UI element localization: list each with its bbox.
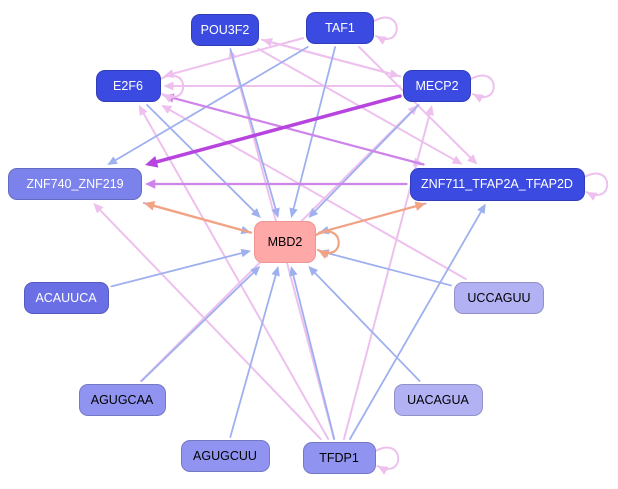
node-acauuca[interactable]: ACAUUCA: [23, 282, 109, 314]
edge-arrowhead: [318, 250, 330, 260]
node-label: UACAGUA: [407, 393, 469, 407]
edge-arrowhead: [308, 208, 319, 218]
edge: [358, 46, 473, 160]
node-label: AGUGCAA: [90, 393, 154, 407]
edge-arrowhead: [308, 266, 319, 276]
edge-arrowhead: [289, 266, 298, 277]
edge-arrowhead: [145, 179, 156, 189]
self-loop-edge: [470, 74, 495, 98]
node-taf1[interactable]: TAF1: [306, 12, 374, 44]
edge-arrowhead: [414, 201, 426, 211]
edge-arrowhead: [473, 94, 484, 103]
edge: [150, 204, 253, 234]
node-znf740_znf219[interactable]: ZNF740_ZNF219: [8, 168, 142, 200]
edge: [141, 110, 330, 440]
edge: [261, 38, 394, 76]
edge: [110, 251, 245, 288]
edge-arrowhead: [289, 207, 298, 218]
edge: [317, 204, 419, 234]
edge-arrowhead: [425, 105, 434, 116]
node-label: ACAUUCA: [35, 291, 97, 305]
node-label: AGUGCUU: [193, 449, 257, 463]
edge: [325, 251, 452, 287]
edge: [291, 272, 336, 440]
edge-arrowhead: [93, 203, 104, 214]
edge: [97, 207, 322, 440]
node-label: E2F6: [113, 79, 143, 93]
node-label: POU3F2: [200, 23, 250, 37]
node-pou3f2[interactable]: POU3F2: [191, 14, 259, 46]
self-loop-edge: [373, 16, 398, 40]
edge: [146, 104, 257, 214]
node-label: ZNF711_TFAP2A_TFAP2D: [421, 177, 573, 191]
node-mecp2[interactable]: MECP2: [403, 70, 471, 102]
node-znf711_tfap2a_tfap2d[interactable]: ZNF711_TFAP2A_TFAP2D: [409, 167, 585, 201]
edge-arrowhead: [586, 192, 598, 201]
edge-arrowhead: [477, 203, 486, 215]
node-label: TAF1: [325, 21, 355, 35]
edge-arrowhead: [107, 156, 118, 165]
node-label: MECP2: [415, 79, 459, 93]
edge: [343, 111, 431, 440]
edge-arrowhead: [145, 156, 159, 168]
edge-arrowhead: [376, 36, 387, 45]
node-label: UCCAGUU: [467, 291, 531, 305]
edge: [113, 46, 309, 162]
edge-arrowhead: [467, 154, 478, 165]
edge-arrowhead: [389, 69, 400, 79]
edge-arrowhead: [240, 248, 251, 258]
node-mbd2[interactable]: MBD2: [254, 221, 316, 263]
edge: [312, 104, 420, 214]
edge: [167, 107, 467, 280]
edge: [170, 96, 425, 166]
edge-arrowhead: [271, 207, 280, 218]
edge: [229, 272, 278, 438]
edge-arrowhead: [162, 94, 174, 103]
node-label: TFDP1: [319, 451, 359, 465]
edge: [140, 270, 256, 382]
edge: [349, 209, 483, 440]
node-label: MBD2: [267, 235, 303, 249]
node-uccaguu[interactable]: UCCAGUU: [454, 282, 544, 314]
node-e2f6[interactable]: E2F6: [95, 70, 161, 102]
edge-arrowhead: [163, 81, 174, 91]
node-label: ZNF740_ZNF219: [26, 177, 124, 191]
edge-arrowhead: [250, 266, 261, 276]
edge-arrowhead: [377, 466, 389, 475]
edge: [153, 94, 402, 165]
edge-arrowhead: [143, 201, 156, 211]
edge-arrowhead: [138, 105, 148, 116]
edge-arrowhead: [451, 155, 463, 165]
node-uacagua[interactable]: UACAGUA: [393, 384, 483, 416]
node-agugcaa[interactable]: AGUGCAA: [78, 384, 166, 416]
edge-arrowhead: [161, 105, 173, 114]
node-agugcuu[interactable]: AGUGCUU: [180, 440, 270, 472]
self-loop-edge: [374, 446, 400, 470]
self-loop-edge: [583, 172, 609, 196]
node-tfdp1[interactable]: TFDP1: [302, 442, 376, 474]
edge-arrowhead: [250, 208, 261, 218]
edge-arrowhead: [271, 266, 280, 277]
edge: [312, 270, 421, 382]
